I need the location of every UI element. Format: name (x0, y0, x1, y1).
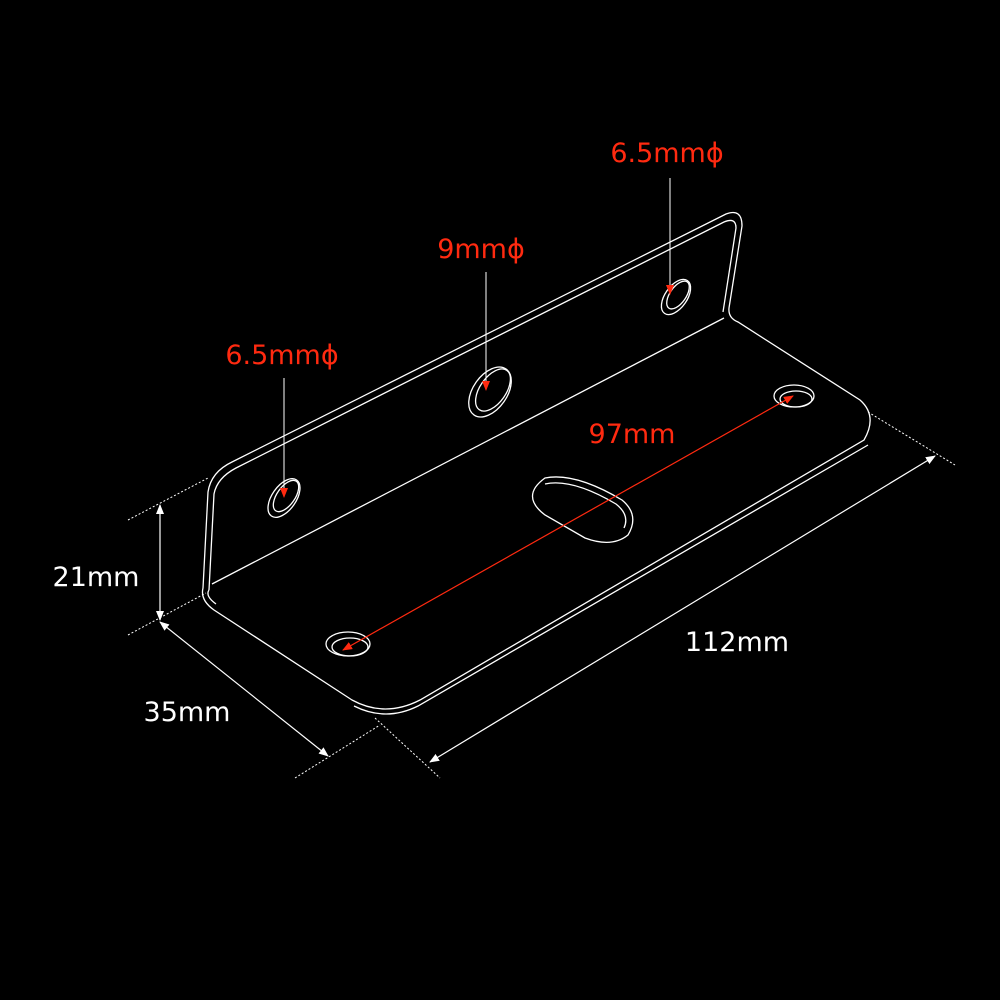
hole-right-flange (660, 278, 692, 316)
hole-label-center: 9mmϕ (437, 234, 525, 265)
dimension-lines (156, 455, 936, 763)
hole-base-left (325, 631, 371, 657)
holes (267, 278, 815, 657)
red-lines (342, 395, 794, 651)
dim-length-line (429, 455, 936, 763)
hole-center-flange (468, 366, 512, 418)
dim-hole-spacing-line (342, 395, 794, 651)
hole-spacing-label: 97mm (589, 419, 676, 450)
leader-lines (280, 178, 674, 498)
length-label: 112mm (685, 627, 789, 658)
height-label: 21mm (53, 562, 140, 593)
depth-label: 35mm (144, 697, 231, 728)
hole-label-left: 6.5mmϕ (225, 340, 338, 371)
extension-lines (127, 411, 956, 779)
slot-base (531, 476, 634, 543)
hole-left-flange (267, 478, 301, 518)
dim-depth-line (159, 621, 329, 757)
hole-label-right: 6.5mmϕ (610, 138, 723, 169)
